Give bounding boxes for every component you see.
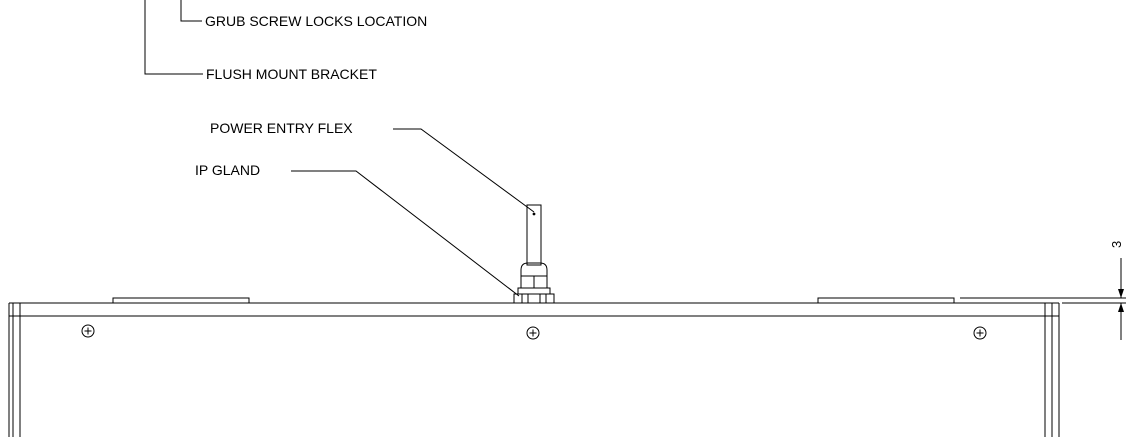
screw-head-icon (973, 326, 987, 340)
screw-head-icon (81, 324, 95, 338)
flush-mount-bracket-right (817, 297, 955, 304)
ip-gland-label: IP GLAND (195, 162, 260, 178)
grub-screw-label: GRUB SCREW LOCKS LOCATION (205, 13, 427, 29)
power-entry-leader (393, 128, 535, 213)
grub-screw-leader (180, 0, 202, 22)
dimension-3 (960, 258, 1126, 340)
power-entry-label: POWER ENTRY FLEX (210, 120, 353, 136)
screw-head-icon (526, 326, 540, 340)
enclosure-body (8, 302, 1060, 437)
ip-gland-leader (291, 170, 520, 297)
ip-gland (513, 262, 555, 304)
flush-mount-leader (144, 0, 203, 75)
dimension-value: 3 (1109, 241, 1124, 248)
flush-mount-label: FLUSH MOUNT BRACKET (206, 66, 377, 82)
flush-mount-bracket-left (112, 297, 250, 304)
power-entry-flex (526, 204, 542, 266)
